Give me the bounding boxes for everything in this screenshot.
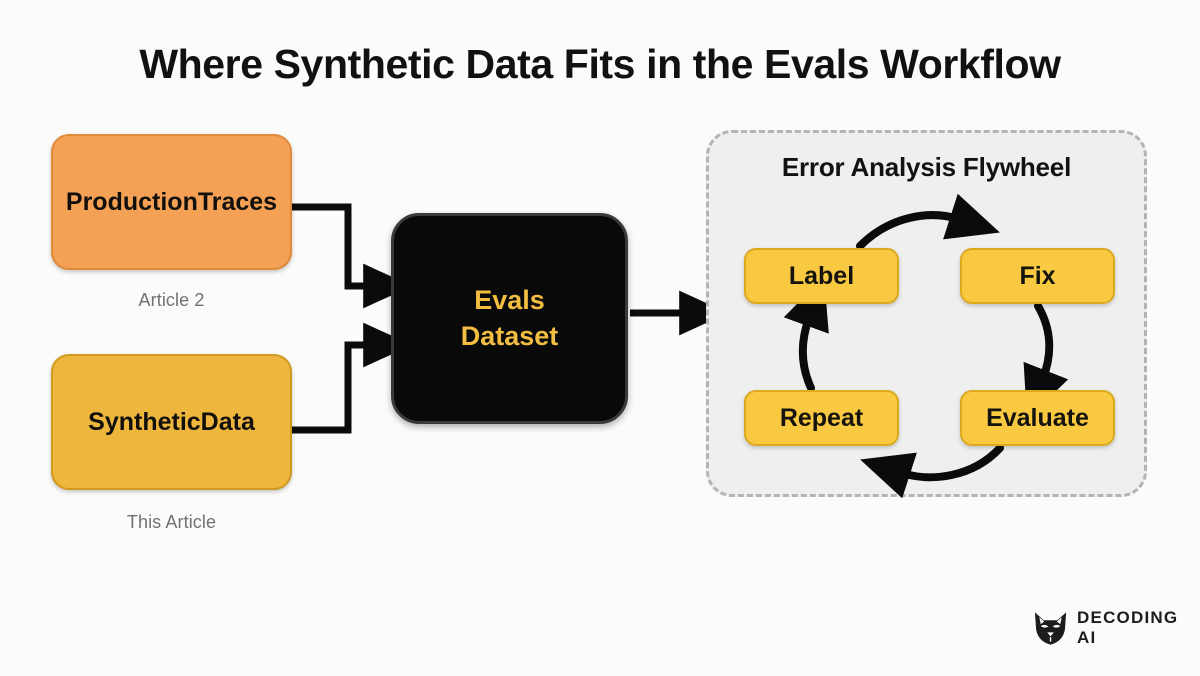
brand-logo: DECODING AI <box>1031 608 1200 648</box>
node-synthetic-data[interactable]: Synthetic Data <box>51 354 292 490</box>
caption-production-traces: Article 2 <box>138 290 205 310</box>
caption-synthetic-data: This Article <box>126 512 217 532</box>
node-evals-dataset[interactable]: Evals Dataset <box>391 213 628 424</box>
page-title: Where Synthetic Data Fits in the Evals W… <box>139 41 1061 87</box>
flywheel-step-repeat[interactable]: Repeat <box>744 390 899 446</box>
node-evals-dataset-line2: Dataset <box>460 320 559 351</box>
flywheel-title: Error Analysis Flywheel <box>781 152 1072 182</box>
flywheel-step-label[interactable]: Label <box>744 248 899 304</box>
node-synthetic-data-line2: Data <box>200 408 255 436</box>
node-evals-dataset-line1: Evals <box>474 285 545 316</box>
node-synthetic-data-line1: Synthetic <box>88 408 201 436</box>
flywheel-step-fix-text: Fix <box>1019 261 1056 290</box>
flywheel-step-label-text: Label <box>788 261 855 290</box>
node-production-traces-line1: Production <box>65 188 198 216</box>
flywheel-step-repeat-text: Repeat <box>779 403 864 432</box>
brand-name: DECODING AI <box>1077 608 1179 647</box>
edge-synthetic-to-dataset <box>292 322 413 434</box>
flywheel-step-evaluate[interactable]: Evaluate <box>960 390 1115 446</box>
flywheel-step-evaluate-text: Evaluate <box>986 403 1089 432</box>
edge-production-to-dataset <box>292 203 413 309</box>
flywheel-step-fix[interactable]: Fix <box>960 248 1115 304</box>
node-production-traces-line2: Traces <box>197 188 278 216</box>
node-production-traces[interactable]: Production Traces <box>51 134 292 270</box>
fox-head-icon <box>1034 612 1067 645</box>
